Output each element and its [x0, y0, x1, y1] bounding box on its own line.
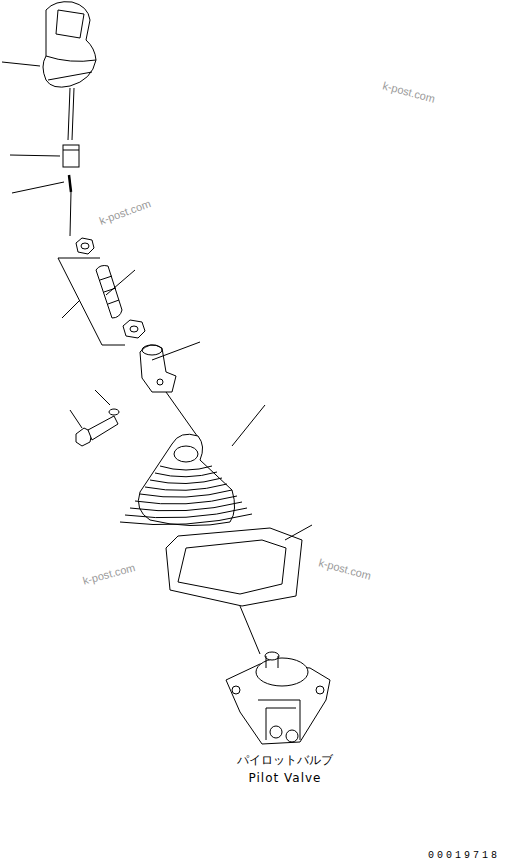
part-name: パイロットバルブ	[237, 752, 333, 769]
watermark: k-post.com	[81, 561, 136, 587]
watermark: k-post.com	[381, 79, 436, 105]
watermark: k-post.com	[98, 197, 153, 227]
watermark: k-post.com	[317, 556, 372, 582]
part-name: Pilot Valve	[249, 771, 322, 785]
drawing-number: 00019718	[428, 850, 500, 861]
